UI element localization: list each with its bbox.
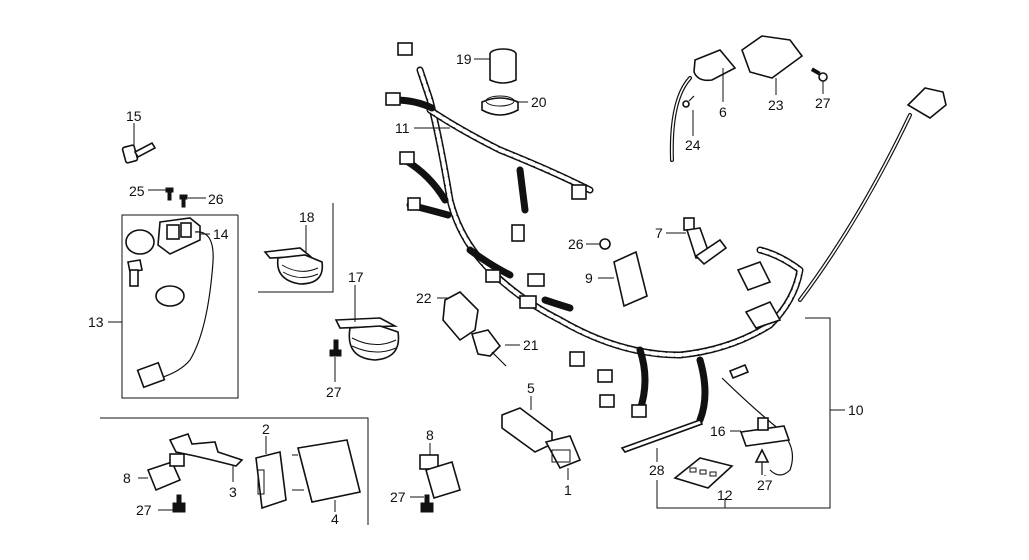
leader-lines — [108, 58, 845, 512]
bolt-27-relay — [420, 494, 434, 513]
group-box-4 — [100, 417, 369, 525]
callout-27-right: 27 — [757, 477, 773, 493]
callout-27-left: 27 — [136, 502, 152, 518]
module-2-part — [255, 451, 287, 510]
callout-1: 1 — [564, 482, 572, 498]
relay-8b-part — [419, 454, 461, 500]
bolt-27-left — [172, 494, 186, 513]
callout-4: 4 — [331, 511, 339, 527]
harness-connectors — [385, 42, 782, 418]
relay-8a-part — [146, 453, 185, 492]
callout-6: 6 — [719, 104, 727, 120]
group-box-18 — [258, 203, 334, 293]
callout-27-relay: 27 — [390, 489, 406, 505]
connector-12-part — [673, 457, 734, 489]
callout-26b: 26 — [568, 236, 584, 252]
switch-22-part — [442, 291, 479, 342]
ignition-coil-6-part — [669, 49, 737, 162]
callout-2: 2 — [262, 421, 270, 437]
screw-25 — [165, 187, 174, 201]
grommet-26b — [599, 238, 611, 250]
flasher-5-part — [501, 407, 553, 453]
callout-27-horn: 27 — [326, 384, 342, 400]
callout-25: 25 — [129, 183, 145, 199]
callout-5: 5 — [527, 380, 535, 396]
fuse-holder-20-part — [481, 95, 519, 116]
horn-18-part — [263, 247, 324, 285]
callout-3: 3 — [229, 484, 237, 500]
horn-17-part — [334, 317, 400, 361]
callout-8b: 8 — [426, 427, 434, 443]
callout-27-top: 27 — [815, 95, 831, 111]
callout-22: 22 — [416, 290, 432, 306]
callout-labels: 15 25 26 14 13 18 17 27 8 27 3 2 4 8 27 … — [88, 51, 864, 527]
callout-12: 12 — [717, 487, 733, 503]
callout-9: 9 — [585, 270, 593, 286]
callout-21: 21 — [523, 337, 539, 353]
callout-14: 14 — [213, 226, 229, 242]
screw-26a — [179, 194, 188, 208]
strip-28-part — [620, 419, 704, 453]
callout-13: 13 — [88, 314, 104, 330]
relay-1-part — [544, 435, 582, 470]
callout-17: 17 — [348, 269, 364, 285]
bolt-27-top — [810, 67, 828, 82]
switch-16-part — [739, 417, 791, 447]
bracket-3-part — [168, 433, 244, 467]
callout-28: 28 — [649, 462, 665, 478]
key-part — [121, 141, 157, 164]
spark-plug-cap-7-part — [683, 217, 728, 266]
callout-11: 11 — [395, 120, 410, 136]
group-box-13 — [121, 214, 239, 399]
callout-8a: 8 — [123, 470, 131, 486]
callout-18: 18 — [299, 209, 315, 225]
bracket-23-part — [741, 35, 804, 79]
screw-24 — [682, 95, 695, 108]
callout-15: 15 — [126, 108, 142, 124]
callout-10: 10 — [848, 402, 864, 418]
bolt-27-right — [754, 448, 770, 475]
sub-harness-part — [721, 363, 793, 476]
callout-7: 7 — [655, 225, 663, 241]
callout-20: 20 — [531, 94, 547, 110]
fuse-cap-19-part — [489, 48, 517, 84]
group-box-10 — [656, 317, 831, 509]
callout-19: 19 — [456, 51, 472, 67]
ignition-switch-part — [125, 217, 214, 389]
callout-16: 16 — [710, 423, 726, 439]
regulator-9-part — [613, 250, 648, 308]
callout-26a: 26 — [208, 191, 224, 207]
switch-21-part — [470, 329, 507, 367]
callout-23: 23 — [768, 97, 784, 113]
cdi-unit-4-part — [292, 439, 361, 503]
callout-24: 24 — [685, 137, 701, 153]
headlight-cable-part — [798, 87, 947, 302]
bolt-27-horn — [329, 339, 342, 357]
